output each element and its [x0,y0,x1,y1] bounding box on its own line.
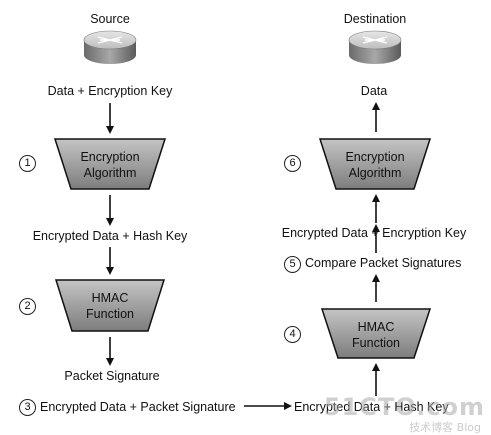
encrypted-data-encryption-key-label: Encrypted Data + Encryption Key [281,226,467,240]
source-input-label: Data + Encryption Key [47,84,173,98]
destination-label: Destination [343,12,407,26]
hmac-function-box-left [54,279,166,332]
packet-signature-label: Packet Signature [64,369,160,383]
destination-router-icon [348,30,402,64]
hmac-function-box-right [320,308,432,359]
step-2-badge: 2 [19,298,36,315]
destination-output-label: Data [360,84,388,98]
encryption-box-left-line1: Encryption [80,150,140,164]
step-6-badge: 6 [284,155,301,172]
step-4-badge: 4 [284,326,301,343]
watermark-logo: 51CTO.com [323,393,485,421]
encrypted-data-hash-key-bottom-label: Encrypted Data + Hash Key [294,400,449,414]
encryption-box-left-line2: Algorithm [83,166,137,180]
hmac-box-right-line1: HMAC [357,320,395,334]
step-1-badge: 1 [19,155,36,172]
watermark-subtitle: 技术博客 Blog [409,421,481,434]
compare-packet-signatures-label: Compare Packet Signatures [305,256,462,270]
encryption-algorithm-box-left [53,138,167,190]
step-5-badge: 5 [284,256,301,273]
hmac-box-left-line2: Function [86,307,134,321]
source-label: Source [90,12,130,26]
encryption-box-right-line1: Encryption [345,150,405,164]
encrypted-data-packet-signature-label: Encrypted Data + Packet Signature [40,400,236,414]
encryption-box-right-line2: Algorithm [348,166,402,180]
hmac-box-right-line2: Function [352,336,400,350]
hmac-box-left-line1: HMAC [91,291,129,305]
encryption-algorithm-box-right [318,138,432,190]
encrypted-data-hash-key-label: Encrypted Data + Hash Key [32,229,188,243]
step-3-badge: 3 [19,399,36,416]
source-router-icon [83,30,137,64]
